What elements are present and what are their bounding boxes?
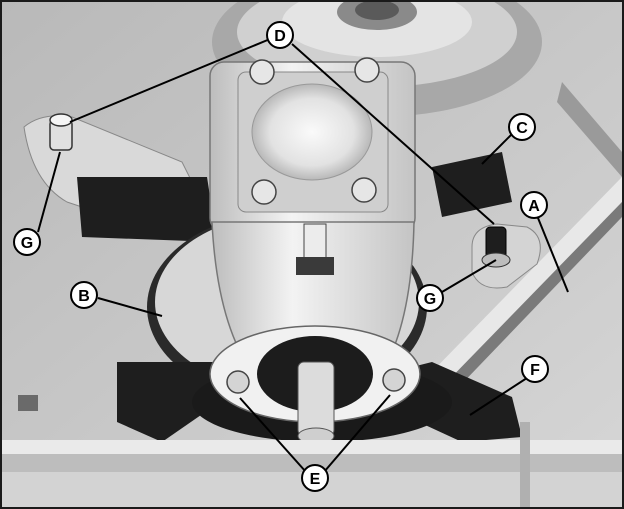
- deck-rail-shadow: [442, 202, 622, 392]
- callout-b-label: B: [78, 288, 90, 305]
- callout-g-right-label: G: [424, 291, 436, 308]
- callout-g-right: G: [416, 284, 444, 312]
- front-bar: [2, 440, 622, 454]
- callout-f-label: F: [530, 362, 540, 379]
- deck-hole: [18, 395, 38, 411]
- callout-e: E: [301, 464, 329, 492]
- callout-d-label: D: [274, 28, 286, 45]
- deck-edge: [557, 82, 622, 177]
- callout-a-label: A: [528, 198, 540, 215]
- front-post: [520, 422, 530, 507]
- front-bar-shadow: [2, 454, 622, 472]
- gearbox: [209, 57, 416, 373]
- callout-a: A: [520, 191, 548, 219]
- leader-lines: [37, 38, 569, 473]
- callout-c-label: C: [516, 120, 528, 137]
- callout-e-label: E: [310, 471, 321, 488]
- callout-g-left-label: G: [21, 235, 33, 252]
- callout-b: B: [70, 281, 98, 309]
- spindle-hub: [209, 325, 421, 445]
- callout-d: D: [266, 21, 294, 49]
- g-bolt-left: [49, 113, 73, 151]
- callout-g-left: G: [13, 228, 41, 256]
- callout-f: F: [521, 355, 549, 383]
- callout-c: C: [508, 113, 536, 141]
- deck-rail: [422, 177, 622, 387]
